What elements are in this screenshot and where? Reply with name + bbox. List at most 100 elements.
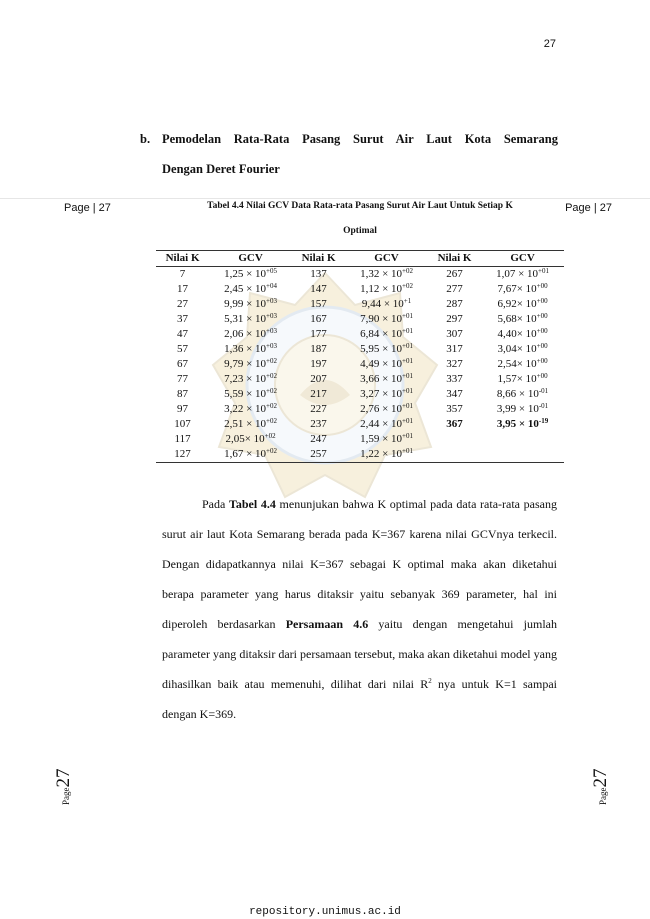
section-marker: b. xyxy=(140,132,151,146)
gcv-mantissa: 2,54× 10 xyxy=(497,358,537,370)
gcv-exponent: -01 xyxy=(538,387,549,395)
nilai-k-cell: 257 xyxy=(291,447,346,463)
gcv-exponent: +02 xyxy=(402,267,413,275)
gcv-cell: 5,95 × 10+01 xyxy=(345,342,428,357)
gcv-exponent: +02 xyxy=(266,372,277,380)
gcv-cell: 6,92× 10+00 xyxy=(481,297,564,312)
nilai-k-cell: 327 xyxy=(446,358,463,370)
gcv-mantissa: 2,05× 10 xyxy=(225,433,265,445)
university-seal-icon xyxy=(211,271,439,499)
gcv-mantissa: 7,67× 10 xyxy=(497,283,537,295)
table-row: 27 9,99 × 10+03 157 9,44 × 10+1 287 6,92× 10+… xyxy=(156,297,564,312)
nilai-k-cell: 147 xyxy=(310,283,327,295)
gcv-cell: 9,99 × 10+03 xyxy=(209,297,292,312)
gcv-exponent: +01 xyxy=(402,387,413,395)
gcv-mantissa: 2,51 × 10 xyxy=(224,418,267,430)
nilai-k-cell: 307 xyxy=(446,328,463,340)
gcv-mantissa: 3,66 × 10 xyxy=(360,373,403,385)
paragraph-text: Pada xyxy=(202,497,229,511)
side-page-label-left: Page27 xyxy=(53,769,75,806)
gcv-cell: 5,31 × 10+03 xyxy=(209,312,292,327)
gcv-cell: 2,54× 10+00 xyxy=(481,357,564,372)
nilai-k-cell: 227 xyxy=(310,403,327,415)
gcv-mantissa: 1,57× 10 xyxy=(497,373,537,385)
gcv-exponent: +1 xyxy=(403,297,412,305)
gcv-mantissa: 4,40× 10 xyxy=(497,328,537,340)
nilai-k-cell: 267 xyxy=(446,268,463,280)
gcv-cell: 7,23 × 10+02 xyxy=(209,372,292,387)
gcv-mantissa: 3,99 × 10 xyxy=(496,403,539,415)
paragraph-text: yaitu dengan mengetahui jumlah parameter… xyxy=(162,617,557,691)
nilai-k-cell xyxy=(428,432,481,447)
nilai-k-cell: 317 xyxy=(446,343,463,355)
gcv-cell: 4,49 × 10+01 xyxy=(345,357,428,372)
gcv-mantissa: 8,66 × 10 xyxy=(496,388,539,400)
gcv-mantissa: 1,22 × 10 xyxy=(360,448,403,460)
table-header-row: Nilai K GCV Nilai K GCV Nilai K GCV xyxy=(156,250,564,267)
gcv-exponent: +01 xyxy=(402,357,413,365)
side-page-word: Page xyxy=(61,787,71,806)
nilai-k-cell: 97 xyxy=(177,403,189,415)
nilai-k-cell: 67 xyxy=(177,358,189,370)
gcv-mantissa: 5,31 × 10 xyxy=(224,313,267,325)
nilai-k-cell: 167 xyxy=(310,313,327,325)
gcv-exponent: +00 xyxy=(536,327,548,335)
nilai-k-cell: 277 xyxy=(446,283,463,295)
header-nilai-k-3: Nilai K xyxy=(427,250,482,267)
gcv-exponent: +01 xyxy=(402,447,413,455)
gcv-mantissa: 9,99 × 10 xyxy=(224,298,267,310)
gcv-cell: 1,07 × 10+01 xyxy=(481,267,564,283)
header-nilai-k-2: Nilai K xyxy=(291,250,346,267)
gcv-cell: 5,68× 10+00 xyxy=(481,312,564,327)
nilai-k-cell: 177 xyxy=(310,328,327,340)
gcv-exponent: +02 xyxy=(266,387,277,395)
gcv-cell xyxy=(481,432,564,447)
gcv-exponent: +00 xyxy=(536,357,548,365)
gcv-exponent: +00 xyxy=(536,372,548,380)
nilai-k-cell: 27 xyxy=(177,298,189,310)
gcv-cell: 2,45 × 10+04 xyxy=(209,282,292,297)
superscript: 2 xyxy=(428,677,432,685)
gcv-exponent: +01 xyxy=(402,432,413,440)
gcv-mantissa: 1,59 × 10 xyxy=(360,433,403,445)
gcv-mantissa: 1,32 × 10 xyxy=(360,268,403,280)
gcv-exponent: +04 xyxy=(266,282,277,290)
nilai-k-cell: 77 xyxy=(177,373,189,385)
nilai-k-cell: 17 xyxy=(177,283,189,295)
nilai-k-cell: 47 xyxy=(177,328,189,340)
gcv-cell: 5,59 × 10+02 xyxy=(209,387,292,402)
side-page-number: 27 xyxy=(53,768,74,788)
nilai-k-cell: 57 xyxy=(177,343,189,355)
nilai-k-cell: 7 xyxy=(179,268,186,280)
nilai-k-cell: 87 xyxy=(177,388,189,400)
nilai-k-cell: 157 xyxy=(310,298,327,310)
table-row: 17 2,45 × 10+04 147 1,12 × 10+02 277 7,67× 10… xyxy=(156,282,564,297)
nilai-k-cell: 247 xyxy=(310,433,327,445)
gcv-exponent: +00 xyxy=(536,282,548,290)
header-gcv-3: GCV xyxy=(481,250,564,267)
nilai-k-cell: 287 xyxy=(446,298,463,310)
nilai-k-cell: 117 xyxy=(174,433,191,445)
gcv-mantissa: 9,44 × 10 xyxy=(361,298,404,310)
gcv-mantissa: 1,36 × 10 xyxy=(224,343,267,355)
nilai-k-cell: 237 xyxy=(310,418,327,430)
gcv-exponent: +03 xyxy=(266,312,277,320)
gcv-exponent: +01 xyxy=(402,312,413,320)
gcv-cell: 3,27 × 10+01 xyxy=(345,387,428,402)
gcv-cell: 1,12 × 10+02 xyxy=(345,282,428,297)
gcv-cell: 3,66 × 10+01 xyxy=(345,372,428,387)
gcv-cell: 3,04× 10+00 xyxy=(481,342,564,357)
table-reference: Tabel 4.4 xyxy=(228,497,276,511)
gcv-mantissa: 3,27 × 10 xyxy=(360,388,403,400)
gcv-cell: 9,44 × 10+1 xyxy=(345,297,428,312)
gcv-exponent: +02 xyxy=(266,357,277,365)
gcv-mantissa: 6,84 × 10 xyxy=(360,328,403,340)
gcv-exponent: +01 xyxy=(402,342,413,350)
gcv-cell: 3,22 × 10+02 xyxy=(209,402,292,417)
gcv-exponent: +03 xyxy=(266,327,277,335)
gcv-mantissa: 7,90 × 10 xyxy=(360,313,403,325)
gcv-cell: 1,25 × 10+05 xyxy=(209,267,292,283)
